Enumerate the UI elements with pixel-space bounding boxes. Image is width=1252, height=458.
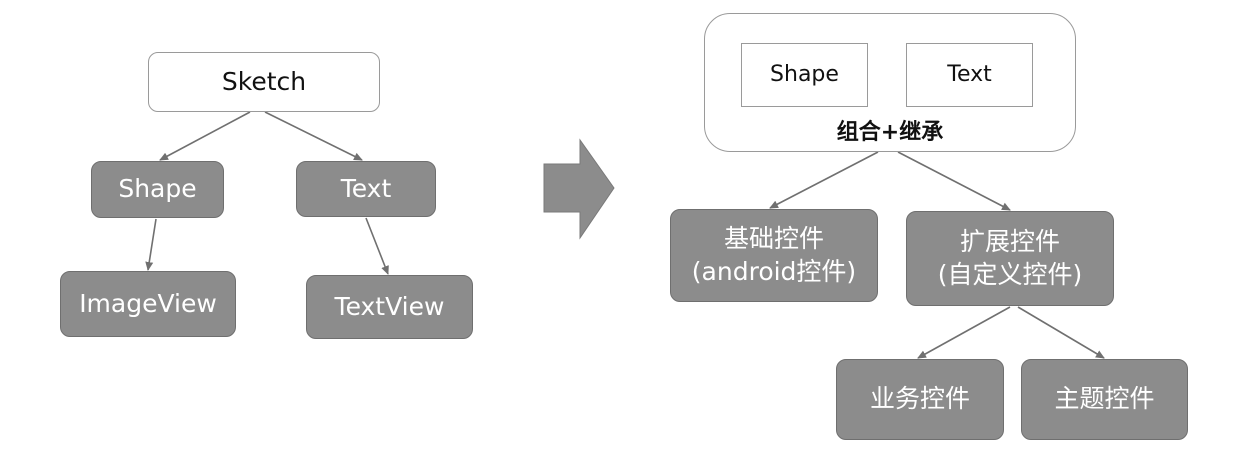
container-shape-label: Shape	[770, 61, 839, 87]
business-controls-node: 业务控件	[836, 359, 1004, 440]
imageview-label: ImageView	[79, 288, 217, 318]
shape-label: Shape	[118, 174, 197, 204]
edge-container-extended	[897, 151, 1011, 211]
container-text-box: Text	[906, 43, 1033, 107]
edge-extended-business	[917, 306, 1011, 359]
shape-node: Shape	[91, 161, 224, 218]
basic-controls-subtitle: (android控件)	[691, 256, 857, 286]
sketch-node: Sketch	[148, 52, 380, 112]
sketch-label: Sketch	[221, 66, 307, 96]
container-shape-box: Shape	[741, 43, 868, 107]
edge-text-textview	[365, 217, 389, 275]
text-label: Text	[340, 173, 392, 203]
extended-controls-subtitle: (自定义控件)	[937, 259, 1083, 289]
basic-controls-title: 基础控件	[723, 224, 824, 253]
textview-node: TextView	[306, 275, 473, 339]
basic-controls-node: 基础控件 (android控件)	[670, 209, 878, 302]
imageview-node: ImageView	[60, 271, 236, 337]
container-text-label: Text	[947, 61, 992, 87]
theme-controls-label: 主题控件	[1054, 384, 1155, 414]
transform-arrow	[543, 138, 615, 240]
edge-extended-theme	[1017, 306, 1105, 359]
text-node: Text	[296, 161, 436, 217]
edge-shape-imageview	[145, 218, 157, 271]
extended-controls-title: 扩展控件	[959, 227, 1060, 256]
theme-controls-node: 主题控件	[1021, 359, 1188, 440]
edge-container-basic	[769, 151, 879, 209]
edge-sketch-shape	[159, 111, 251, 161]
textview-label: TextView	[334, 291, 445, 321]
edge-sketch-text	[264, 111, 363, 161]
business-controls-label: 业务控件	[869, 384, 970, 414]
container-caption: 组合+继承	[836, 120, 944, 145]
extended-controls-node: 扩展控件 (自定义控件)	[906, 211, 1114, 306]
